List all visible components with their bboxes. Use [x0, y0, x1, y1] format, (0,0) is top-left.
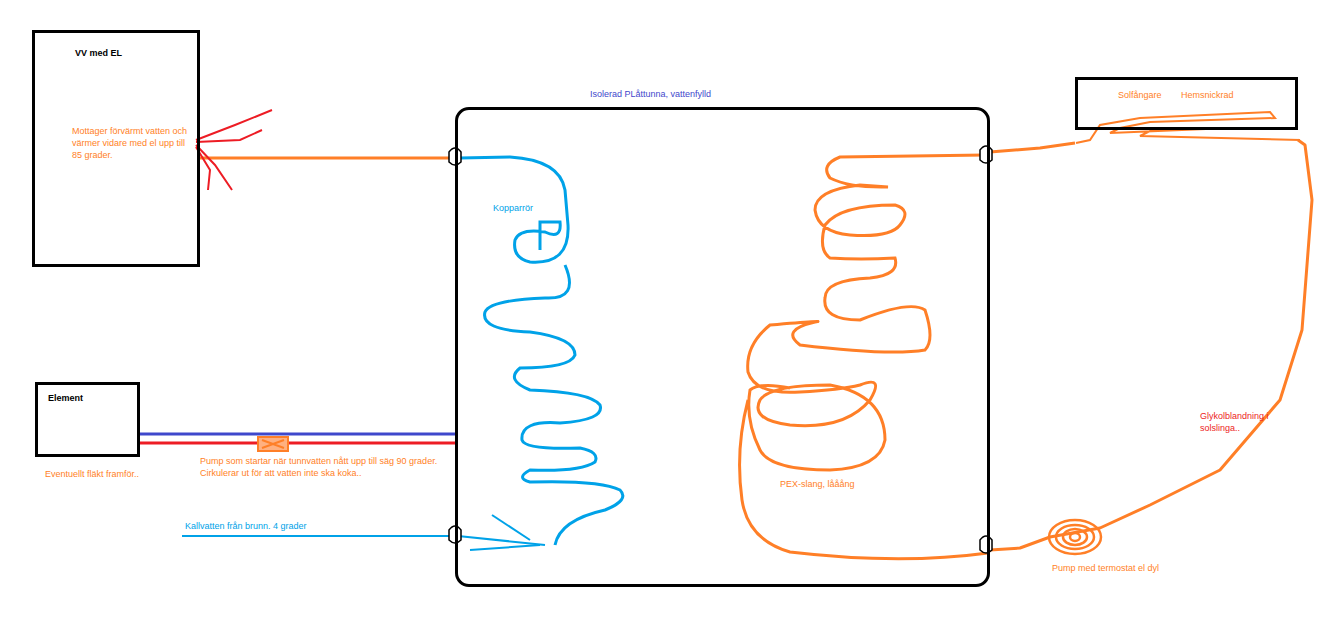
pipe-connector — [990, 143, 1075, 152]
heater-box: VV med EL Mottager förvärmt vatten och vä… — [32, 30, 200, 267]
box-title: VV med EL — [75, 47, 185, 59]
copper-coil — [460, 157, 623, 545]
radiator-box: ElementEventuellt fläkt framför.. — [35, 382, 140, 457]
note-label: Pump som startar när tunnvatten nått upp… — [200, 455, 458, 479]
note-label: Kallvatten från brunn. 4 grader — [185, 520, 385, 532]
note-label: Glykolblandning i solslinga.. — [1200, 410, 1300, 434]
cold-water-pipe — [182, 515, 545, 550]
tank-outline: Isolerad PLåttunna, vattenfylld — [455, 107, 990, 587]
pex-coil — [740, 155, 988, 559]
note-label: PEX-slang, lååång — [780, 478, 890, 490]
box-title: Element — [48, 392, 133, 404]
pipe-connector — [200, 157, 455, 160]
solar-pump — [1049, 520, 1101, 554]
box-title: Solfångare — [1118, 89, 1180, 101]
tank-ports — [449, 146, 992, 553]
power-wires — [196, 110, 272, 190]
pipe-connector — [990, 140, 1312, 550]
circulation-pump — [258, 437, 288, 451]
pipe-connector — [140, 442, 455, 445]
tank-title: Isolerad PLåttunna, vattenfylld — [590, 88, 850, 100]
box-note: Hemsnickrad — [1181, 89, 1261, 101]
note-label: Kopparrör — [493, 202, 573, 214]
collector-box: SolfångareHemsnickrad — [1075, 77, 1298, 130]
pipe-connector — [140, 433, 455, 436]
note-label: Pump med termostat el dyl — [1052, 562, 1182, 574]
box-note: Mottager förvärmt vatten och värmer vida… — [72, 125, 194, 161]
box-note: Eventuellt fläkt framför.. — [45, 468, 195, 480]
